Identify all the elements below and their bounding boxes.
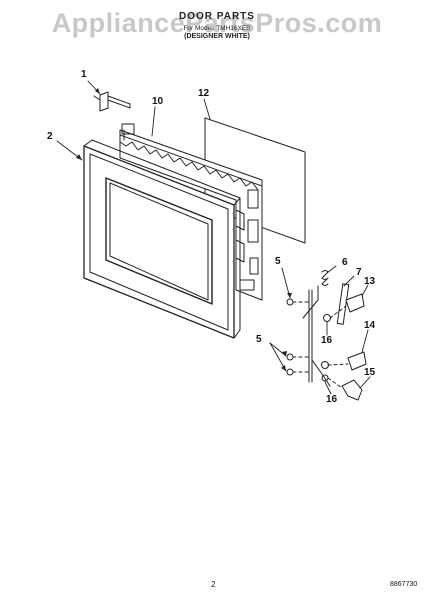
diagram-model: (DESIGNER WHITE)	[184, 33, 250, 40]
page-number: 2	[211, 580, 216, 589]
callout-1: 1	[81, 69, 87, 80]
callout-14: 14	[364, 320, 376, 331]
callout-10: 10	[152, 96, 164, 107]
callout-13: 13	[364, 276, 376, 287]
part-1-bracket	[93, 91, 131, 112]
watermark: AppliancePartsPros.com	[51, 8, 383, 38]
callout-15: 15	[364, 367, 376, 378]
part-16-screw-upper	[323, 314, 331, 322]
diagram-subtitle: For Model: TMH16XEB	[183, 25, 251, 32]
diagram-title: DOOR PARTS	[179, 11, 255, 22]
part-2-door	[83, 139, 241, 339]
document-number: 8867730	[390, 581, 418, 588]
part-5-washer-lower-b	[286, 368, 294, 376]
callout-5-lower: 5	[256, 334, 262, 345]
callout-5-upper: 5	[275, 256, 281, 267]
leader-lines	[56, 80, 371, 395]
callout-7: 7	[356, 267, 362, 278]
part-14-clip	[347, 351, 367, 371]
callout-2: 2	[47, 131, 53, 142]
callout-16-lower: 16	[326, 394, 338, 405]
callout-16-upper: 16	[321, 335, 333, 346]
callout-6: 6	[342, 257, 348, 268]
callout-12: 12	[198, 88, 210, 99]
part-15-latch	[341, 379, 363, 401]
part-5-washer-upper	[286, 298, 294, 306]
latch-assembly	[286, 270, 367, 401]
part-16-screw-lower	[321, 361, 329, 369]
part-5-washer-lower-a	[286, 353, 294, 361]
part-13-clip	[345, 293, 365, 313]
arrowheads	[76, 88, 292, 371]
part-6-spring	[321, 270, 329, 286]
